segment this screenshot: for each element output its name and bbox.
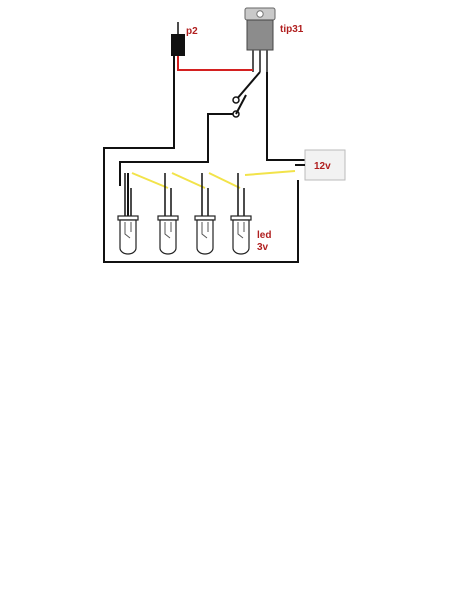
led-4 (230, 173, 252, 255)
led-wire-4 (244, 170, 296, 176)
led-2 (157, 173, 179, 255)
led-wire-3 (208, 172, 241, 189)
transistor-tip31 (244, 7, 276, 72)
label-led-voltage: 3v (257, 242, 269, 253)
wire-collector-to-switch (235, 71, 261, 101)
led-array (117, 173, 252, 255)
led-1 (117, 173, 139, 255)
label-transistor: tip31 (280, 24, 304, 35)
potentiometer-p2 (171, 22, 185, 56)
led-3 (194, 173, 216, 255)
led-inner-anvil (237, 222, 244, 239)
supply-connector-body (304, 149, 346, 181)
pot-body (171, 34, 185, 56)
black-wiring (103, 56, 305, 263)
led-inner-anvil (201, 222, 208, 239)
wire-outer-ground-loop (103, 56, 299, 263)
switch-lever (235, 94, 247, 115)
switch (232, 94, 247, 118)
led-wire-1 (131, 172, 169, 189)
wire-pot-to-base (177, 56, 253, 71)
transistor-mount-hole (256, 10, 264, 18)
wire-switch-to-led-chain (119, 113, 234, 186)
label-pot: p2 (186, 26, 198, 37)
led-wire-2 (171, 172, 206, 189)
switch-contact-top (232, 96, 240, 104)
transistor-body (246, 19, 274, 51)
led-inner-anvil (164, 222, 171, 239)
label-led: led (257, 230, 271, 241)
label-supply: 12v (314, 161, 331, 172)
led-wiring (131, 170, 296, 189)
led-inner-anvil (124, 222, 131, 239)
supply-connector (295, 149, 346, 181)
wire-emitter-to-supply (266, 72, 305, 161)
